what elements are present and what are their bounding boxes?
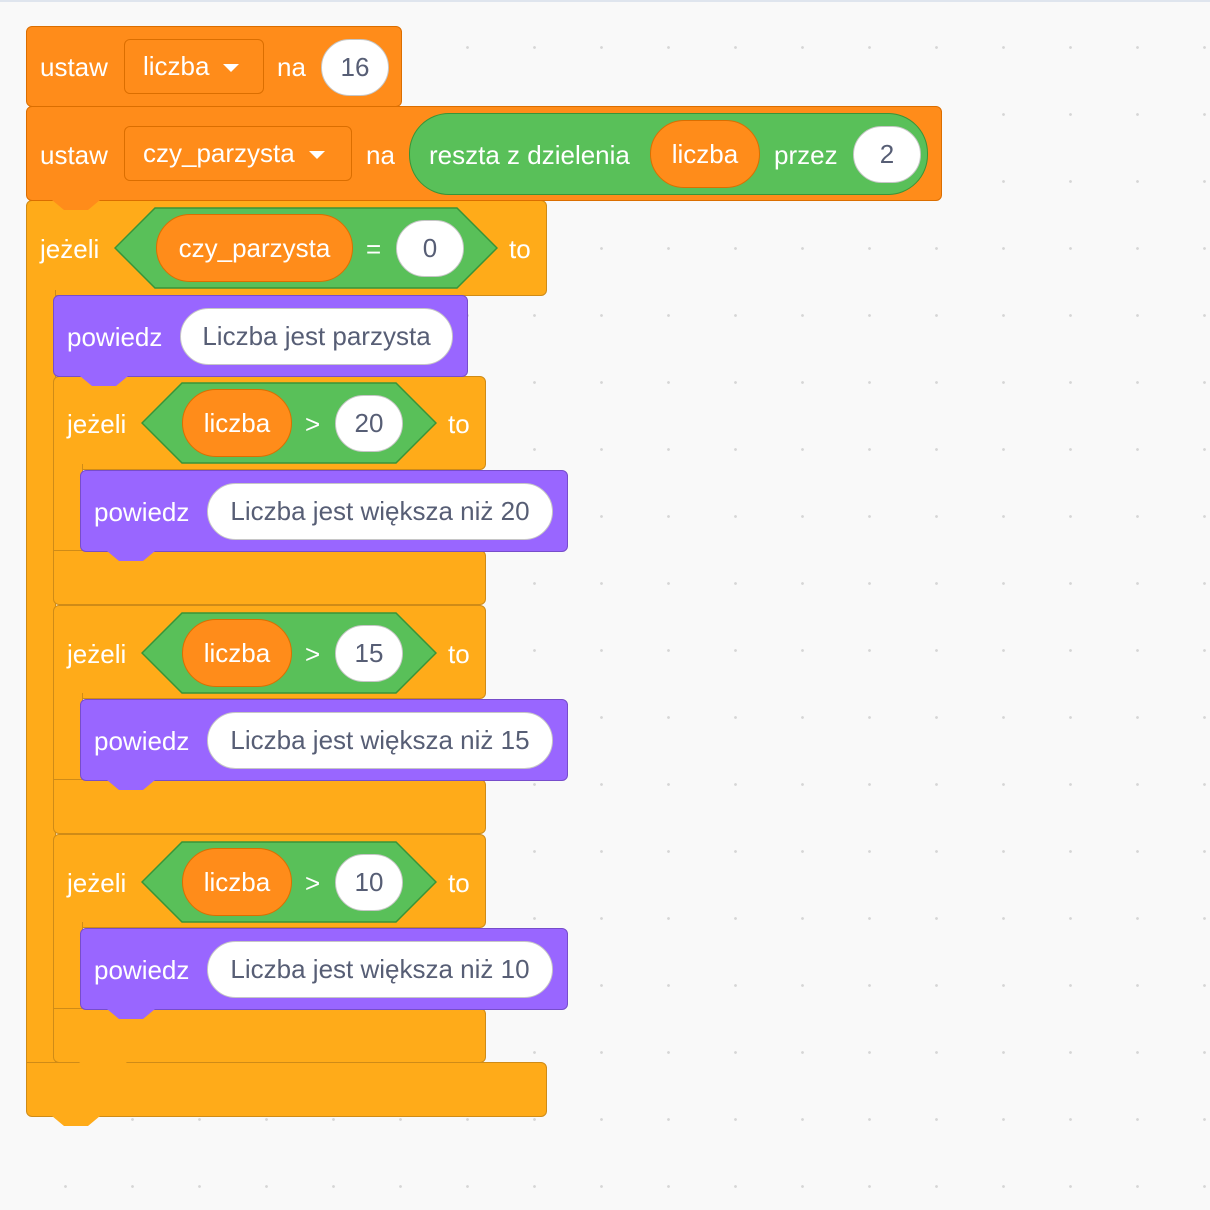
if-keyword: jeżeli: [40, 234, 100, 264]
say-text-input[interactable]: Liczba jest większa niż 20: [207, 483, 553, 540]
top-border: [0, 0, 1210, 2]
variable-liczba-reporter[interactable]: liczba: [182, 848, 292, 916]
then-keyword: to: [448, 868, 470, 898]
variable-dropdown[interactable]: czy_parzysta: [124, 126, 352, 181]
dropdown-caret-icon: [308, 151, 325, 159]
compare-value-input[interactable]: 10: [335, 854, 403, 911]
dropdown-caret-icon: [223, 64, 240, 72]
variable-liczba-reporter[interactable]: liczba: [182, 619, 292, 687]
by-keyword: przez: [774, 140, 838, 170]
say-keyword: powiedz: [94, 497, 190, 527]
if-keyword: jeżeli: [67, 409, 127, 439]
say-keyword: powiedz: [94, 955, 190, 985]
say-text-input[interactable]: Liczba jest większa niż 15: [207, 712, 553, 769]
variable-liczba-reporter[interactable]: liczba: [650, 120, 760, 188]
then-keyword: to: [448, 639, 470, 669]
if-keyword: jeżeli: [67, 868, 127, 898]
set-keyword: ustaw: [40, 140, 108, 170]
greater-than-operator: >: [305, 409, 321, 439]
say-keyword: powiedz: [94, 726, 190, 756]
equals-operator: =: [366, 234, 382, 264]
value-input[interactable]: 16: [321, 39, 389, 96]
say-text-input[interactable]: Liczba jest parzysta: [180, 308, 453, 365]
variable-liczba-reporter[interactable]: liczba: [182, 389, 292, 457]
compare-value-input[interactable]: 15: [335, 625, 403, 682]
if-keyword: jeżeli: [67, 639, 127, 669]
greater-than-operator: >: [305, 868, 321, 898]
greater-than-operator: >: [305, 639, 321, 669]
say-text-input[interactable]: Liczba jest większa niż 10: [207, 941, 553, 998]
to-keyword: na: [366, 140, 395, 170]
then-keyword: to: [509, 234, 531, 264]
to-keyword: na: [277, 52, 306, 82]
modulo-label: reszta z dzielenia: [429, 140, 630, 170]
equals-value-input[interactable]: 0: [396, 220, 464, 277]
compare-value-input[interactable]: 20: [335, 395, 403, 452]
set-keyword: ustaw: [40, 52, 108, 82]
variable-dropdown[interactable]: liczba: [124, 39, 264, 94]
variable-czy-parzysta-reporter[interactable]: czy_parzysta: [156, 214, 353, 282]
then-keyword: to: [448, 409, 470, 439]
say-keyword: powiedz: [67, 322, 163, 352]
divisor-input[interactable]: 2: [853, 126, 921, 183]
